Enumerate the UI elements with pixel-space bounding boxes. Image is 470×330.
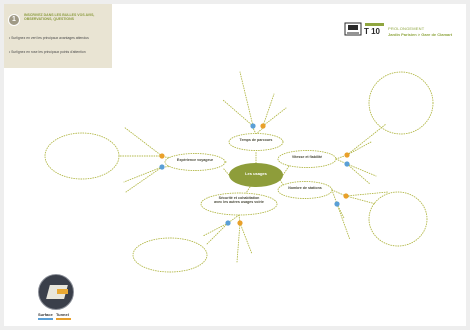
instruction-pink: • Surlignez en rose les principaux point… <box>9 50 86 54</box>
connector-line <box>245 186 251 194</box>
project-route: Jardin Parisien > Gare de Clamart <box>388 32 453 37</box>
connector-line <box>346 123 387 156</box>
connector-line <box>336 203 351 241</box>
topic-label-line: Nombre de stations <box>288 186 322 190</box>
surface-pin-icon <box>225 220 231 226</box>
surface-pin-icon <box>334 201 340 207</box>
tunnel-pin-icon <box>260 123 266 129</box>
legend-surface-swatch <box>38 318 53 320</box>
connector-line <box>262 93 275 127</box>
project-brand: T 10 PROLONGEMENT Jardin Parisien > Gare… <box>344 22 466 42</box>
topic-label: Expérience voyageur <box>164 158 226 162</box>
comment-bubble <box>132 237 208 273</box>
topic-bubbles <box>164 133 337 216</box>
surface-pin-icon <box>159 164 165 170</box>
step-number: 1 <box>8 14 20 26</box>
topic-label: Nombre de stations <box>277 186 333 190</box>
connector-line <box>252 127 257 135</box>
connector-line <box>282 165 290 176</box>
topic-bubble <box>164 153 226 171</box>
pins <box>159 123 350 226</box>
comment-bubble <box>368 71 434 135</box>
connector-line <box>345 195 377 205</box>
legend-tunnel-label: Tunnel <box>56 312 69 317</box>
tramway-logo-icon <box>344 22 362 36</box>
connector-line <box>123 126 163 157</box>
topic-bubble <box>228 133 284 151</box>
connector-line <box>202 222 229 237</box>
topic-label: Temps de parcours <box>228 138 284 142</box>
connector-line <box>346 163 371 185</box>
legend-surface-label: Surface <box>38 312 53 317</box>
center-bubble <box>229 163 283 187</box>
surface-pin-icon <box>250 123 256 129</box>
center-label: Les usages <box>245 171 267 176</box>
connector-line <box>346 141 372 156</box>
comment-bubble <box>44 132 120 180</box>
topic-bubble <box>200 192 278 216</box>
connector-line <box>222 99 254 127</box>
topic-label-line: Temps de parcours <box>239 138 273 142</box>
topic-label-line: Expérience voyageur <box>176 158 214 162</box>
connector-line <box>239 222 253 255</box>
tunnel-pin-icon <box>344 152 350 158</box>
comment-bubbles <box>44 71 434 273</box>
connector-line <box>239 71 254 127</box>
line-code: T 10 <box>364 27 381 36</box>
comment-bubble <box>368 191 428 247</box>
connector-line <box>123 166 163 183</box>
topic-bubble <box>277 181 333 199</box>
connector-line <box>222 167 230 176</box>
project-tag: PROLONGEMENT <box>388 26 425 31</box>
connector-line <box>125 166 163 193</box>
connector-line <box>206 222 229 245</box>
tunnel-pin-icon <box>159 153 165 159</box>
connector-line <box>236 222 241 263</box>
instructions-panel: 1 INSCRIVEZ DANS LES BULLES VOS AVIS, OB… <box>4 4 112 68</box>
legend: Surface Tunnel <box>34 274 80 320</box>
connector-line <box>346 163 377 177</box>
tunnel-pin-icon <box>237 220 243 226</box>
tram-photo-icon <box>38 274 74 310</box>
topic-label-line: avec les autres usages voirie <box>214 200 264 205</box>
connector-line <box>255 127 264 135</box>
connector-line <box>227 214 240 224</box>
line-color-bar <box>365 23 384 26</box>
mind-map <box>44 71 434 273</box>
instruction-green: • Surlignez en vert les principaux avant… <box>9 36 89 40</box>
connector-line <box>262 107 287 127</box>
legend-tunnel-swatch <box>56 318 71 320</box>
tunnel-pin-icon <box>343 193 349 199</box>
topic-label-line: Vitesse et fiabilité <box>291 155 323 159</box>
instructions-heading: INSCRIVEZ DANS LES BULLES VOS AVIS, OBSE… <box>24 13 95 22</box>
topic-label: Vitesse et fiabilité <box>277 155 337 159</box>
connector-line <box>345 191 389 197</box>
board: 1 INSCRIVEZ DANS LES BULLES VOS AVIS, OB… <box>4 4 466 326</box>
surface-pin-icon <box>344 161 350 167</box>
topic-label-line: Sécurité et cohabitation <box>218 196 260 200</box>
topic-bubble <box>277 150 337 168</box>
